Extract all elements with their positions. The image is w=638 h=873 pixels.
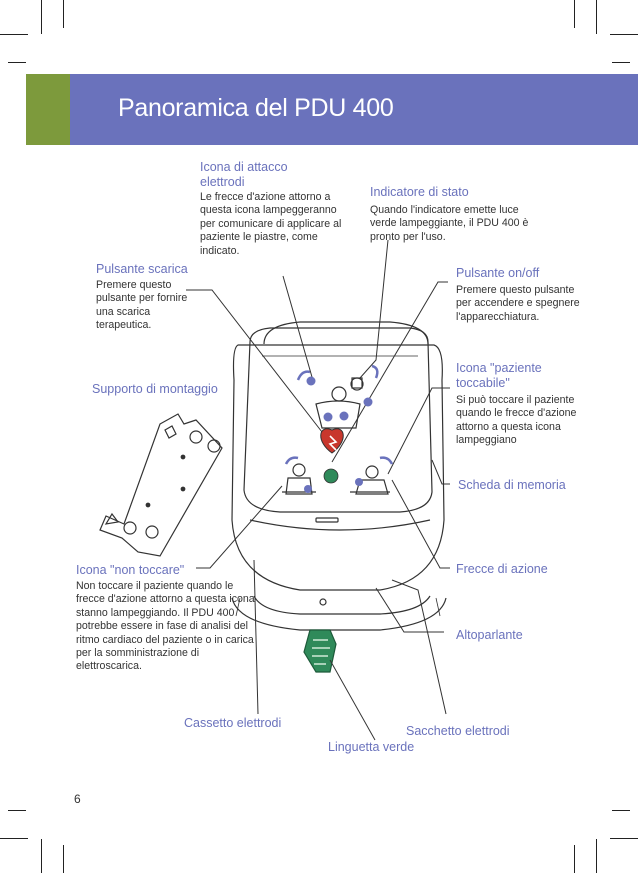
- green-tab-drawing: [303, 629, 337, 673]
- crop-mark: [596, 0, 597, 34]
- header-bar: [26, 74, 638, 145]
- indicator-dot: [339, 411, 349, 421]
- crop-mark: [612, 810, 630, 811]
- crop-mark: [610, 838, 638, 839]
- status-indicator-label: Indicatore di stato: [370, 185, 469, 199]
- attachment-icon-desc: Le frecce d'azione attorno a questa icon…: [200, 191, 342, 257]
- shock-button-desc: Premere questo pulsante per fornire una …: [96, 279, 188, 332]
- touch-figure-drawing: [350, 465, 390, 495]
- crop-mark: [574, 0, 575, 28]
- crop-mark: [8, 62, 26, 63]
- touchable-icon-label: Icona "paziente toccabile": [456, 361, 542, 390]
- crop-mark: [610, 34, 638, 35]
- crop-mark: [41, 0, 42, 34]
- crop-mark: [596, 839, 597, 873]
- attachment-icon-label: Icona di attacco elettrodi: [200, 160, 288, 189]
- status-indicator-desc: Quando l'indicatore emette luce verde la…: [370, 204, 529, 243]
- shock-button-label: Pulsante scarica: [96, 262, 188, 276]
- crop-mark: [63, 845, 64, 873]
- mounting-bracket-drawing: [99, 413, 223, 557]
- crop-mark: [63, 0, 64, 28]
- action-arrows-label: Frecce di azione: [456, 562, 548, 576]
- indicator-dot: [363, 397, 373, 407]
- indicator-dot: [304, 485, 312, 493]
- green-tab-label: Linguetta verde: [328, 740, 415, 754]
- patient-pads-drawing: [315, 377, 364, 429]
- crop-mark: [8, 810, 26, 811]
- onoff-button-drawing: [323, 468, 339, 484]
- no-touch-icon-label: Icona "non toccare": [76, 563, 185, 577]
- electrode-pouch-label: Sacchetto elettrodi: [406, 724, 510, 738]
- memory-card-label: Scheda di memoria: [458, 478, 566, 492]
- speaker-label: Altoparlante: [456, 628, 523, 642]
- crop-mark: [0, 838, 28, 839]
- page-title: Panoramica del PDU 400: [118, 94, 394, 122]
- touchable-icon-desc: Si può toccare il paziente quando le fre…: [456, 394, 577, 447]
- crop-mark: [574, 845, 575, 873]
- no-touch-icon-desc: Non toccare il paziente quando le frecce…: [76, 580, 255, 673]
- crop-mark: [612, 62, 630, 63]
- onoff-button-label: Pulsante on/off: [456, 266, 540, 280]
- onoff-button-desc: Premere questo pulsante per accendere e …: [456, 284, 580, 323]
- mounting-bracket-label: Supporto di montaggio: [92, 382, 218, 396]
- crop-mark: [41, 839, 42, 873]
- indicator-dot: [306, 376, 316, 386]
- crop-mark: [0, 34, 28, 35]
- shock-button-drawing: [320, 428, 344, 454]
- device-body-drawing: [231, 321, 447, 631]
- header-accent: [26, 74, 70, 145]
- page-number: 6: [74, 792, 81, 806]
- indicator-dot: [323, 412, 333, 422]
- indicator-dot: [355, 478, 363, 486]
- electrode-drawer-label: Cassetto elettrodi: [184, 716, 282, 730]
